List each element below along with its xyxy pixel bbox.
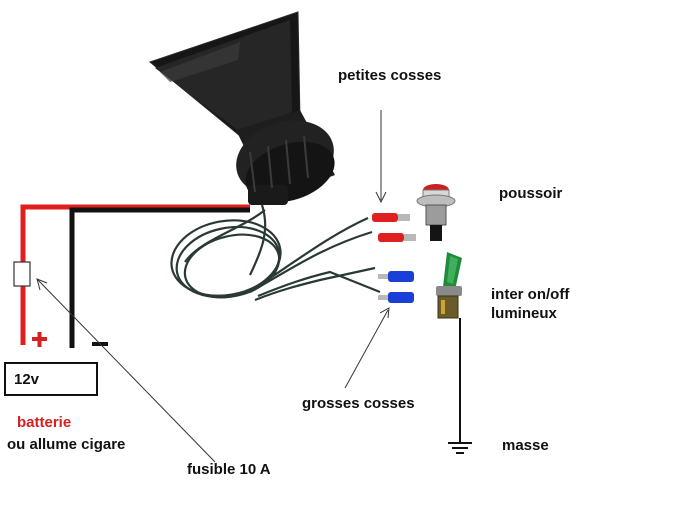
label-inter-on-off: inter on/off bbox=[491, 286, 570, 303]
large-terminals bbox=[378, 271, 414, 303]
label-petites-cosses: petites cosses bbox=[338, 67, 442, 84]
fusible-arrow bbox=[36, 278, 216, 463]
grosses-cosses-arrow bbox=[344, 307, 390, 389]
label-fusible: fusible 10 A bbox=[187, 461, 271, 478]
small-terminals bbox=[372, 213, 416, 242]
toggle-switch-icon bbox=[436, 252, 462, 319]
petites-cosses-arrow bbox=[375, 110, 387, 204]
label-masse: masse bbox=[502, 437, 549, 454]
label-poussoir: poussoir bbox=[499, 185, 563, 202]
label-lumineux: lumineux bbox=[491, 305, 557, 322]
positive-wire bbox=[20, 204, 250, 345]
label-grosses-cosses: grosses cosses bbox=[302, 395, 415, 412]
negative-wire bbox=[69, 207, 250, 348]
battery-icon bbox=[4, 362, 98, 396]
ground-icon bbox=[448, 442, 472, 454]
cable-bundle bbox=[170, 204, 381, 302]
label-batterie: batterie bbox=[17, 414, 72, 431]
fuse-icon bbox=[13, 261, 31, 287]
push-button-icon bbox=[416, 184, 456, 241]
label-allume-cigare: ou allume cigare bbox=[7, 436, 126, 453]
plus-sign-bar-v bbox=[37, 332, 42, 347]
label-battery-voltage: 12v bbox=[14, 371, 40, 388]
horn-speaker-icon bbox=[148, 11, 335, 205]
